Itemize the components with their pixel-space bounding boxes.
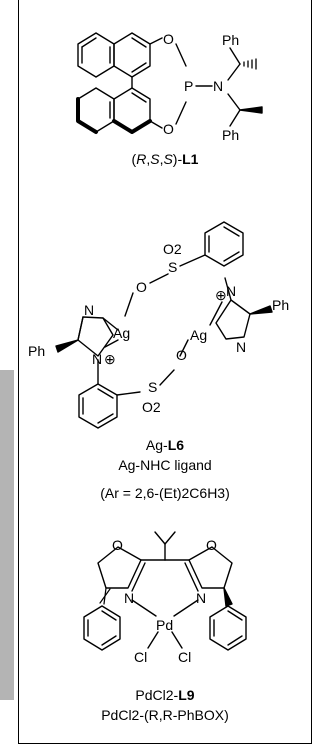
l6-note: (Ar = 2,6-(Et)2C6H3) — [100, 485, 230, 501]
l6-atom-ag-left: Ag — [113, 325, 130, 341]
l9-atom-cl-left: Cl — [134, 649, 147, 665]
l6-atom-s-bottom: S — [148, 379, 157, 395]
l6-atom-nplus-left: N — [92, 351, 102, 367]
l9-caption-main: PdCl2- — [135, 687, 179, 703]
l1-atom-o2: O — [163, 121, 174, 137]
l6-atom-s-top: S — [168, 259, 177, 275]
l1-caption-part: , — [146, 151, 151, 167]
l1-caption-part: ( — [131, 151, 137, 167]
l1-upper-ring-right — [113, 32, 151, 78]
l9-left-oxazoline — [97, 546, 142, 589]
l6-atom-n-right: N — [236, 339, 246, 355]
l1-caption-part: )- — [172, 151, 183, 167]
l6-atom-o2-top: O2 — [163, 241, 182, 257]
l1-atom-o1: O — [163, 31, 174, 47]
l9-right-oxazoline — [188, 546, 233, 589]
l9-atom-n-left: N — [124, 590, 134, 606]
l9-atom-n-right: N — [196, 590, 206, 606]
l6-atom-o2-bottom: O2 — [142, 399, 161, 415]
l9-atom-pd: Pd — [156, 617, 173, 633]
l6-caption-bold: L6 — [167, 437, 185, 453]
l9-caption2: PdCl2-(R,R-PhBOX) — [101, 707, 229, 723]
l1-caption-part: R — [136, 151, 147, 167]
l6-atom-o-top: O — [136, 279, 147, 295]
l9-atom-o-right: O — [206, 537, 217, 553]
l6-top-aryl — [204, 221, 244, 267]
l1-atom-p: P — [184, 78, 193, 94]
l9-caption: PdCl2-L9 — [18, 686, 312, 704]
l6-atom-n-left: N — [84, 302, 94, 318]
l6-atom-ag-right: Ag — [190, 327, 207, 343]
l1-caption-part: L1 — [182, 151, 199, 167]
l6-caption-main: Ag- — [145, 437, 168, 453]
l6-plus-left: ⊕ — [104, 351, 116, 367]
l6-plus-right: ⊕ — [215, 287, 227, 303]
l1-caption-part: , — [159, 151, 164, 167]
sidebar-strip — [0, 370, 14, 700]
l1-upper-ring-left — [77, 32, 115, 78]
l6-right-ring — [215, 299, 251, 340]
l1-atom-ph1: Ph — [222, 32, 239, 48]
l9-left-phenyl — [83, 605, 121, 651]
l1-atom-ph2: Ph — [222, 127, 239, 143]
l9-atom-o-left: O — [112, 537, 123, 553]
l1-structure — [76, 32, 263, 134]
l6-atom-o-bottom: O — [176, 347, 187, 363]
l6-atom-ph-right: Ph — [272, 297, 289, 313]
l9-structure — [83, 531, 247, 651]
l1-caption-part: S — [150, 151, 160, 167]
l6-caption: Ag-L6 — [18, 436, 312, 454]
l9-caption-bold: L9 — [178, 687, 195, 703]
l1-atom-n: N — [213, 78, 223, 94]
l6-atom-nplus-right: N — [226, 283, 236, 299]
l6-atom-ph-left: Ph — [28, 343, 45, 359]
l6-structure — [55, 221, 273, 429]
l1-caption-part: S — [163, 151, 173, 167]
l6-subtitle: Ag-NHC ligand — [118, 457, 212, 473]
l9-right-phenyl — [209, 605, 247, 651]
l6-bottom-aryl — [78, 383, 118, 429]
l9-atom-cl-right: Cl — [178, 649, 191, 665]
l1-caption: (R,S,S)-L1 — [18, 150, 312, 168]
